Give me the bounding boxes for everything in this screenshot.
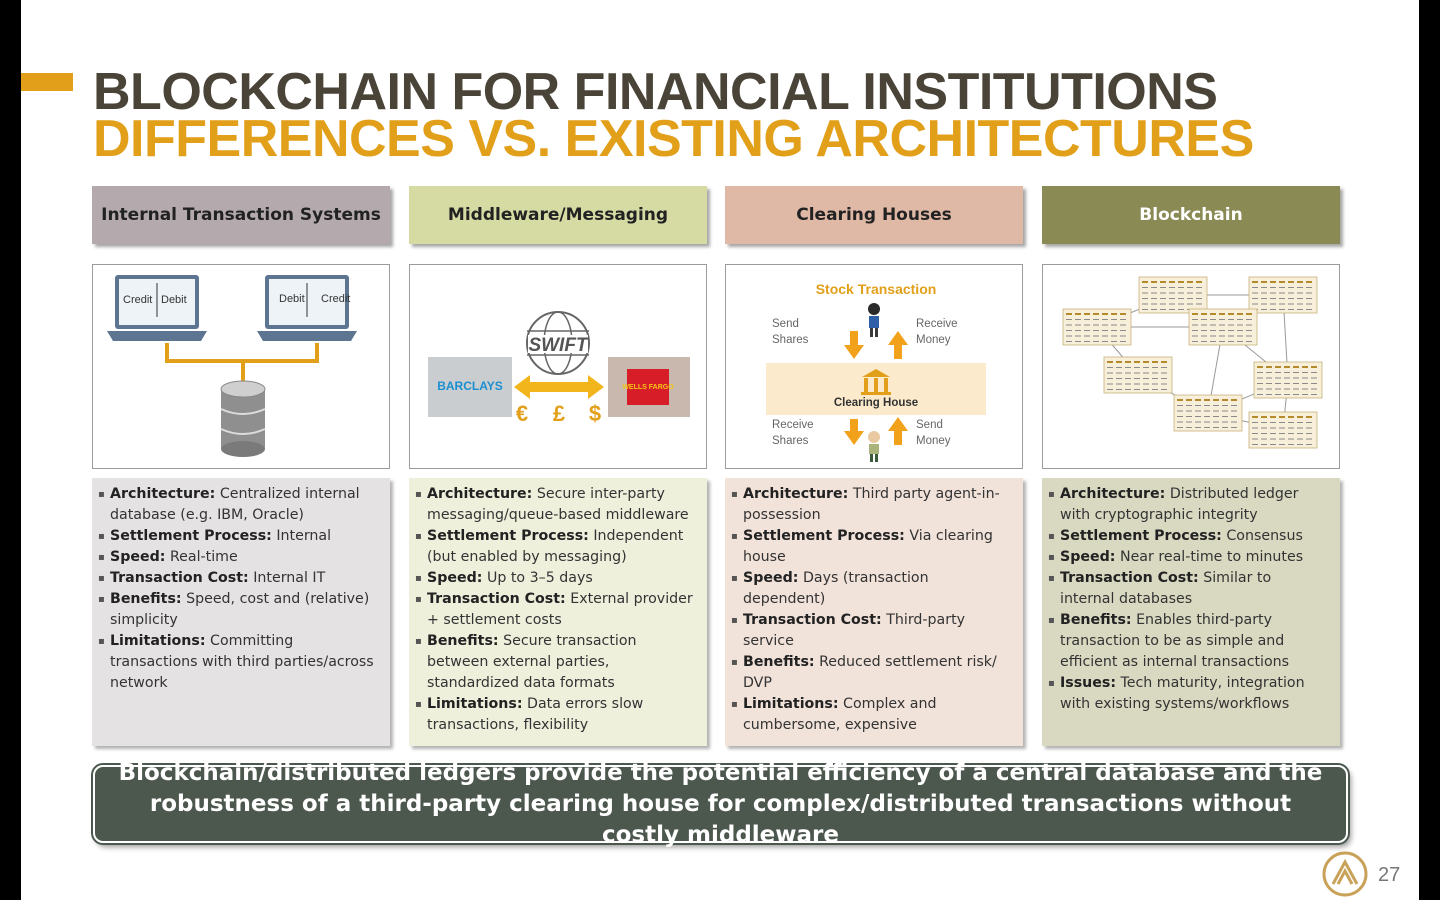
ledger-table-icon xyxy=(1173,394,1243,432)
detail-item: Speed: Days (transaction dependent) xyxy=(731,568,1013,610)
column-clearing-houses: Clearing Houses Stock Transaction Send S… xyxy=(725,186,1023,746)
svg-text:Receive: Receive xyxy=(772,419,814,431)
ledger-label: Credit xyxy=(123,294,152,306)
person-icon xyxy=(868,303,880,337)
detail-item: Benefits: Enables third-party transactio… xyxy=(1048,610,1330,673)
column-header: Middleware/Messaging xyxy=(409,186,707,244)
company-logo-icon xyxy=(1322,851,1368,897)
svg-text:Send: Send xyxy=(772,318,799,330)
detail-item: Benefits: Speed, cost and (relative) sim… xyxy=(98,589,380,631)
svg-text:Money: Money xyxy=(916,435,951,447)
column-header: Internal Transaction Systems xyxy=(92,186,390,244)
svg-text:Send: Send xyxy=(916,419,943,431)
svg-text:Receive: Receive xyxy=(916,318,958,330)
detail-item: Transaction Cost: External provider + se… xyxy=(415,589,697,631)
detail-item: Architecture: Distributed ledger with cr… xyxy=(1048,484,1330,526)
person-icon xyxy=(868,431,880,462)
svg-text:Shares: Shares xyxy=(772,435,809,447)
slide-title: BLOCKCHAIN FOR FINANCIAL INSTITUTIONS xyxy=(93,63,1218,121)
ledger-table-icon xyxy=(1103,356,1173,394)
detail-item: Benefits: Reduced settlement risk/ DVP xyxy=(731,652,1013,694)
title-accent-bar xyxy=(21,73,73,91)
clearing-house-label: Clearing House xyxy=(834,397,918,409)
page-number: 27 xyxy=(1378,864,1401,886)
laptop-icon: Credit Debit xyxy=(107,275,207,341)
ledger-table-icon xyxy=(1248,276,1318,314)
detail-item: Transaction Cost: Third-party service xyxy=(731,610,1013,652)
swift-globe-icon: SWIFT xyxy=(526,311,590,375)
clearing-house-diagram: Stock Transaction Send Shares Receive Mo… xyxy=(725,264,1023,469)
middleware-diagram: SWIFT BARCLAYS WELLS FARGO € £ $ xyxy=(409,264,707,469)
summary-banner: Blockchain/distributed ledgers provide t… xyxy=(93,760,1348,848)
detail-item: Issues: Tech maturity, integration with … xyxy=(1048,673,1330,715)
slide-subtitle: DIFFERENCES VS. EXISTING ARCHITECTURES xyxy=(93,110,1254,168)
detail-item: Limitations: Complex and cumbersome, exp… xyxy=(731,694,1013,736)
currency-pound: £ xyxy=(553,401,566,426)
detail-item: Speed: Up to 3–5 days xyxy=(415,568,697,589)
wells-fargo-logo: WELLS FARGO xyxy=(608,357,690,417)
bank-label: WELLS FARGO xyxy=(622,384,674,391)
detail-item: Transaction Cost: Internal IT xyxy=(98,568,380,589)
ledger-table-icon xyxy=(1188,308,1258,346)
detail-item: Architecture: Third party agent-in-posse… xyxy=(731,484,1013,526)
detail-item: Architecture: Secure inter-party messagi… xyxy=(415,484,697,526)
diagram-title: Stock Transaction xyxy=(816,281,937,297)
distributed-ledger-diagram xyxy=(1042,264,1340,469)
database-icon xyxy=(220,380,266,457)
detail-item: Transaction Cost: Similar to internal da… xyxy=(1048,568,1330,610)
bank-building-icon xyxy=(861,369,891,395)
ledger-label: Debit xyxy=(161,294,187,306)
column-details: Architecture: Distributed ledger with cr… xyxy=(1042,478,1340,746)
detail-item: Speed: Real-time xyxy=(98,547,380,568)
detail-item: Settlement Process: Via clearing house xyxy=(731,526,1013,568)
detail-item: Benefits: Secure transaction between ext… xyxy=(415,631,697,694)
down-arrow-icon xyxy=(844,419,864,445)
ledger-label: Debit xyxy=(279,293,305,305)
swift-label: SWIFT xyxy=(528,335,588,356)
up-arrow-icon xyxy=(888,331,908,359)
detail-item: Speed: Near real-time to minutes xyxy=(1048,547,1330,568)
laptop-icon: Debit Credit xyxy=(257,275,357,341)
down-arrow-icon xyxy=(844,331,864,359)
detail-item: Limitations: Data errors slow transactio… xyxy=(415,694,697,736)
svg-text:Shares: Shares xyxy=(772,334,809,346)
ledger-label: Credit xyxy=(321,293,350,305)
column-details: Architecture: Third party agent-in-posse… xyxy=(725,478,1023,746)
slide: BLOCKCHAIN FOR FINANCIAL INSTITUTIONS DI… xyxy=(21,0,1419,900)
ledger-table-icon xyxy=(1138,276,1208,314)
ledger-table-icon xyxy=(1062,308,1132,346)
up-arrow-icon xyxy=(888,417,908,445)
barclays-logo: BARCLAYS xyxy=(428,357,512,417)
detail-item: Settlement Process: Internal xyxy=(98,526,380,547)
detail-item: Settlement Process: Independent (but ena… xyxy=(415,526,697,568)
ledger-table-icon xyxy=(1253,361,1323,399)
currency-dollar: $ xyxy=(589,401,601,426)
detail-item: Limitations: Committing transactions wit… xyxy=(98,631,380,694)
detail-item: Settlement Process: Consensus xyxy=(1048,526,1330,547)
column-header: Blockchain xyxy=(1042,186,1340,244)
column-details: Architecture: Centralized internal datab… xyxy=(92,478,390,746)
bank-label: BARCLAYS xyxy=(437,379,503,393)
internal-systems-diagram: Credit Debit Debit Credit xyxy=(92,264,390,469)
currency-euro: € xyxy=(516,401,528,426)
exchange-arrow-icon xyxy=(514,375,604,399)
column-middleware-messaging: Middleware/Messaging SWIFT BARCLAYS xyxy=(409,186,707,746)
detail-item: Architecture: Centralized internal datab… xyxy=(98,484,380,526)
ledger-table-icon xyxy=(1248,411,1318,449)
svg-text:Money: Money xyxy=(916,334,951,346)
column-header: Clearing Houses xyxy=(725,186,1023,244)
column-details: Architecture: Secure inter-party messagi… xyxy=(409,478,707,746)
column-internal-transaction-systems: Internal Transaction Systems Credit Debi… xyxy=(92,186,390,746)
column-blockchain: Blockchain xyxy=(1042,186,1340,746)
